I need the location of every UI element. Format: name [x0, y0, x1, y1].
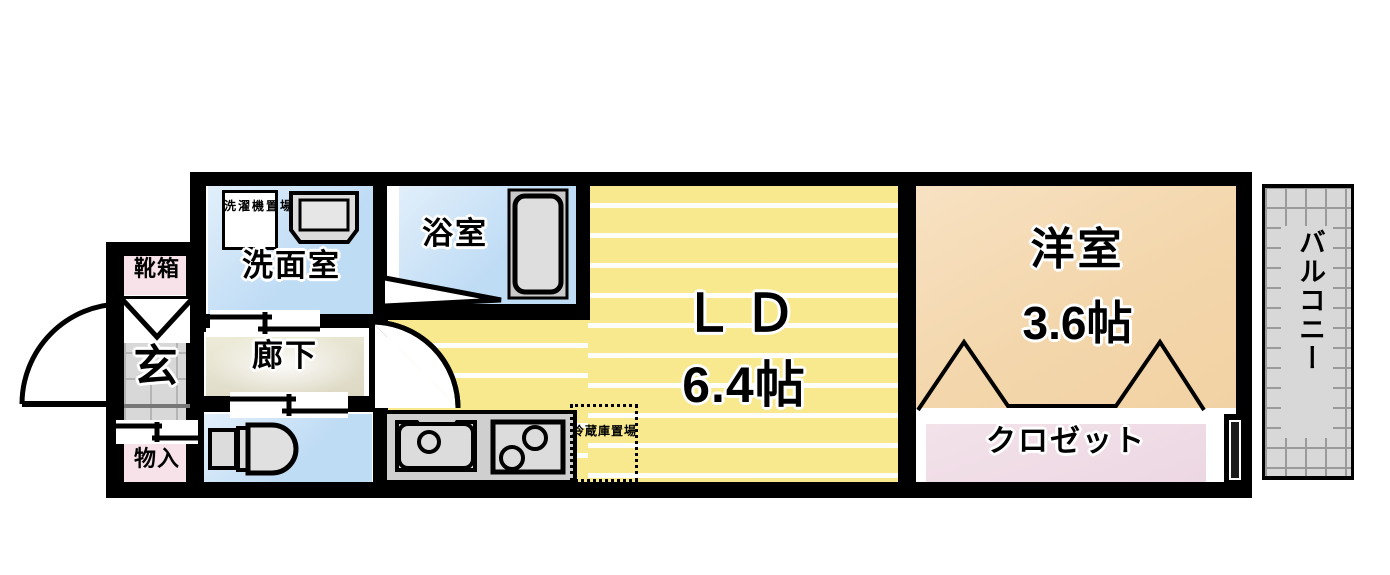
- balcony-center-panel: [1281, 226, 1333, 438]
- hallway-label: 廊下: [252, 338, 318, 373]
- bathroom-label: 浴室: [422, 216, 488, 251]
- fridge-place-label: 冷蔵庫置場: [572, 424, 638, 438]
- entrance-door-swing: [19, 301, 123, 407]
- shoe-box-fill: [122, 255, 192, 295]
- hallway-floor: [206, 337, 364, 398]
- wall-ld-room-divider: [898, 172, 916, 490]
- wall-washroom-bath-divider: [373, 180, 387, 320]
- bathtub-icon: [507, 188, 569, 300]
- wall-top-left: [190, 172, 950, 186]
- wall-bath-bottom: [387, 304, 590, 320]
- room-window-glass: [1231, 422, 1239, 478]
- closet-floor: [926, 424, 1206, 486]
- balcony-label: バルコニー: [1295, 228, 1325, 373]
- entrance-step-line: [124, 296, 190, 301]
- kitchen-counter-icon: [383, 410, 577, 484]
- balcony-top-edge: [1262, 184, 1354, 188]
- washer-place-label: 洗濯機置場: [224, 199, 295, 213]
- ld-floor: [588, 178, 900, 490]
- toilet-icon: [208, 422, 299, 476]
- closet-label: クロゼット: [986, 425, 1146, 458]
- storage-fill: [122, 442, 192, 484]
- wall-bath-right: [576, 180, 590, 320]
- fridge-place-box: [570, 404, 638, 482]
- wall-top-right: [900, 172, 1250, 186]
- wall-bottom: [106, 482, 1250, 498]
- balcony-bottom-edge: [1262, 476, 1354, 480]
- toilet-sliding-door-icon[interactable]: [230, 392, 348, 418]
- ld-label: ＬＤ: [681, 285, 806, 343]
- washroom-sliding-door-icon[interactable]: [210, 310, 320, 336]
- ld-flooring-stripes: [588, 178, 900, 490]
- bathroom-folding-door-icon[interactable]: [383, 275, 503, 312]
- wall-shoebox-top: [106, 242, 204, 256]
- hallway-sheen: [206, 337, 364, 398]
- shoe-box-label: 靴箱: [133, 256, 180, 281]
- storage-sliding-door-icon[interactable]: [116, 420, 198, 444]
- shoe-box-door-icon[interactable]: [120, 297, 194, 345]
- hallway-door-swing[interactable]: [366, 319, 464, 412]
- storage-label: 物入: [133, 446, 180, 471]
- western-room-label: 洋室: [1030, 225, 1125, 274]
- closet-folding-doors-icon[interactable]: [916, 336, 1206, 412]
- wall-washroom-left: [190, 172, 206, 332]
- entrance-label: 玄: [133, 342, 181, 391]
- entrance-line-2: [124, 404, 190, 408]
- western-room-area-label: 3.6帖: [1022, 297, 1133, 349]
- western-room-floor: [915, 178, 1240, 418]
- washer-place-box: [222, 190, 278, 250]
- vanity-sink-icon: [289, 191, 359, 244]
- ld-area-label: 6.4帖: [682, 357, 806, 413]
- washroom-label: 洗面室: [242, 248, 341, 283]
